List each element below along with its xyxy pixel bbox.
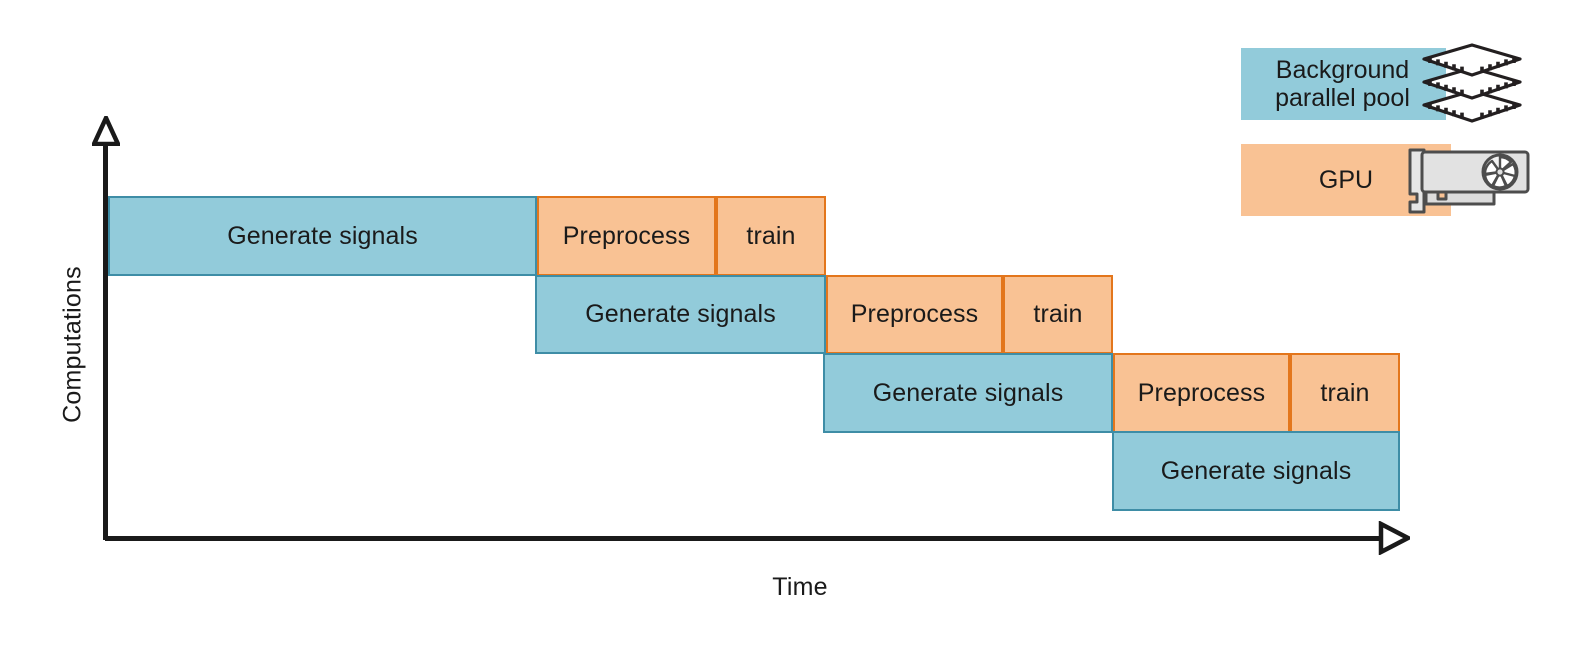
timeline-block-label: Generate signals [872,378,1064,407]
legend: Background parallel pool [1232,40,1562,225]
gpu-card-icon [1408,148,1530,214]
timeline-block-train: train [716,196,826,276]
timeline-block-preprocess: Preprocess [537,196,716,276]
triangle-right-icon [1378,521,1410,555]
x-axis-label: Time [772,573,828,601]
timeline-block-generate-signals: Generate signals [108,196,537,276]
timeline-block-label: Preprocess [850,300,979,328]
timeline-block-label: train [746,221,796,250]
timeline-block-label: train [1033,300,1083,328]
y-axis-label: Computations [58,266,87,423]
triangle-up-icon [92,116,120,146]
legend-label-line-1: Background [1275,56,1410,84]
timeline-block-label: Generate signals [227,221,418,250]
timeline-block-label: Generate signals [585,300,776,328]
legend-label-gpu: GPU [1318,166,1374,194]
timeline-block-label: Preprocess [1137,378,1266,407]
timeline-block-label: Generate signals [1160,456,1352,485]
timeline-block-label: train [1320,378,1370,407]
timeline-block-train: train [1290,353,1400,433]
timeline-block-preprocess: Preprocess [826,275,1003,354]
y-axis-line [103,138,108,540]
legend-label-background-parallel-pool: Background parallel pool [1275,56,1412,112]
x-axis-line [105,536,1382,541]
chip-stack-icon [1422,43,1522,123]
timeline-block-label: Preprocess [562,221,691,250]
timeline-block-generate-signals: Generate signals [823,353,1113,433]
legend-label-line-2: parallel pool [1275,84,1410,112]
timeline-block-preprocess: Preprocess [1113,353,1290,433]
legend-swatch-background-parallel-pool: Background parallel pool [1241,48,1446,120]
timeline-block-train: train [1003,275,1113,354]
timeline-block-generate-signals: Generate signals [535,275,826,354]
timeline-block-generate-signals: Generate signals [1112,431,1400,511]
